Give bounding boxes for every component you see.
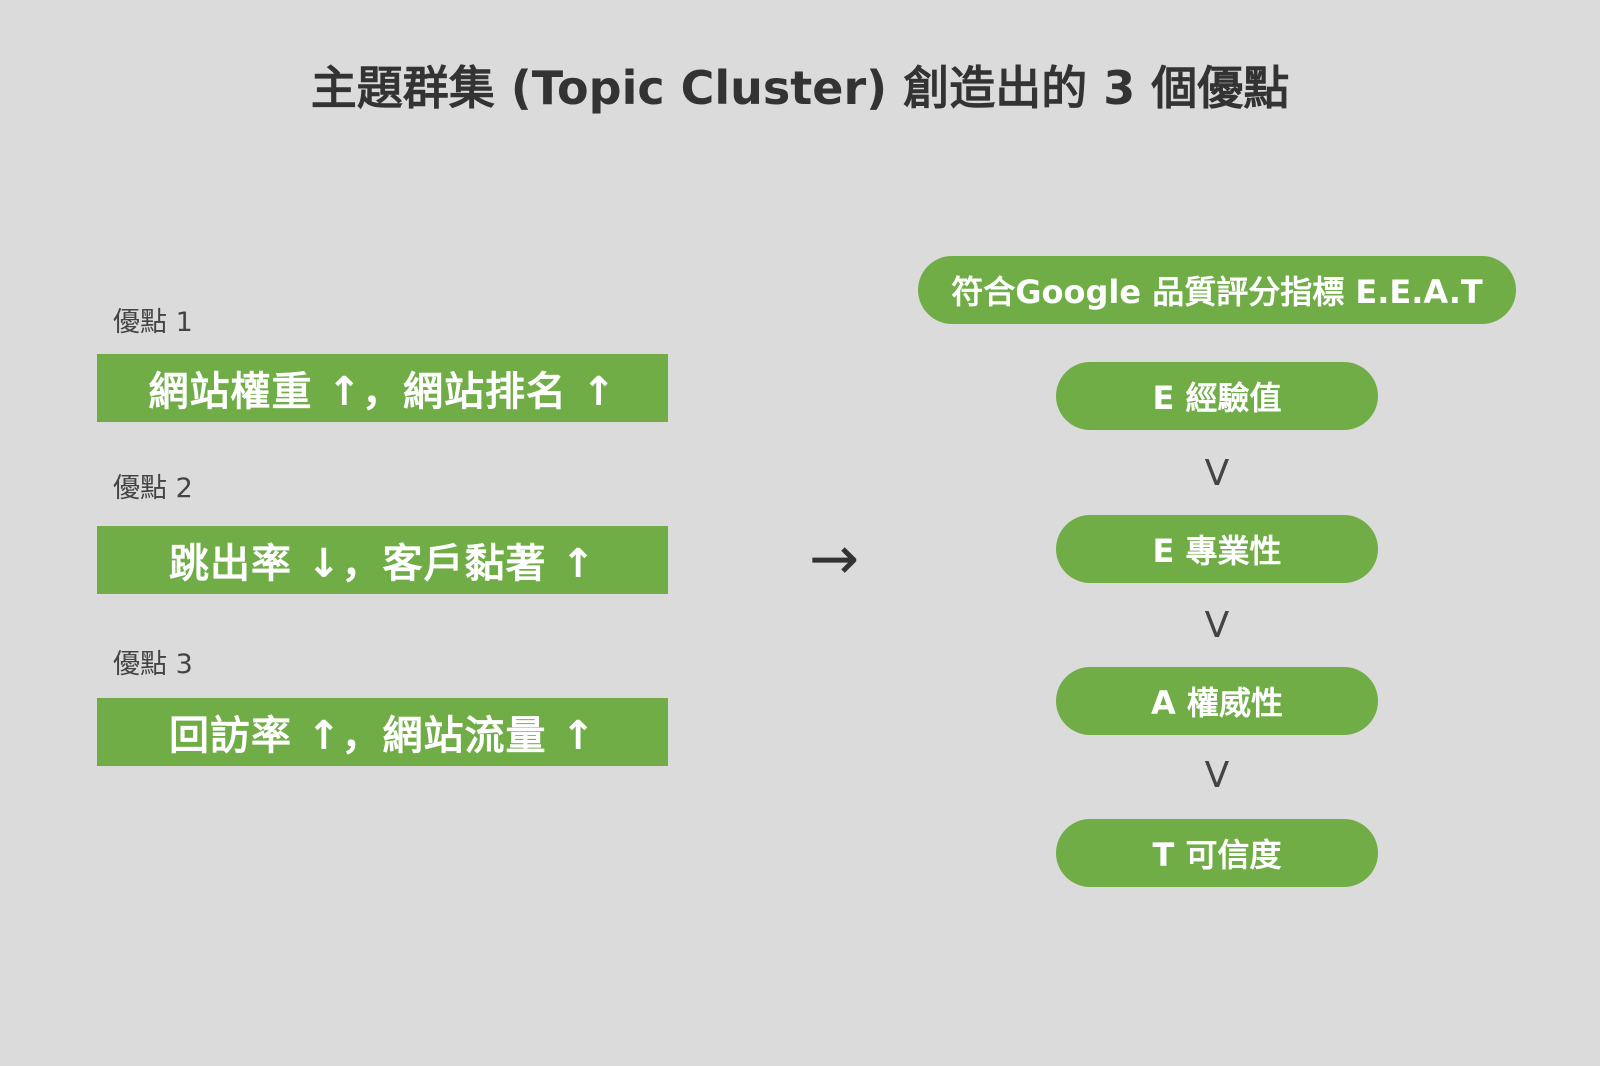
advantage-2-label: 優點 2	[113, 473, 193, 504]
eeat-experience-pill: E 經驗值	[1056, 362, 1378, 430]
eeat-trust-pill: T 可信度	[1056, 819, 1378, 887]
eeat-header-pill: 符合Google 品質評分指標 E.E.A.T	[918, 256, 1516, 324]
advantage-1-label: 優點 1	[113, 307, 193, 338]
separator-v: V	[1204, 453, 1230, 494]
advantage-1-bar: 網站權重 ↑，網站排名 ↑	[97, 354, 668, 422]
page-title: 主題群集 (Topic Cluster) 創造出的 3 個優點	[310, 61, 1290, 115]
advantage-2-bar: 跳出率 ↓，客戶黏著 ↑	[97, 526, 668, 594]
advantage-3-label: 優點 3	[113, 649, 193, 680]
separator-v: V	[1204, 605, 1230, 646]
right-arrow-icon: →	[808, 524, 860, 594]
eeat-authority-pill: A 權威性	[1056, 667, 1378, 735]
eeat-expertise-pill: E 專業性	[1056, 515, 1378, 583]
advantage-3-bar: 回訪率 ↑，網站流量 ↑	[97, 698, 668, 766]
separator-v: V	[1204, 755, 1230, 796]
